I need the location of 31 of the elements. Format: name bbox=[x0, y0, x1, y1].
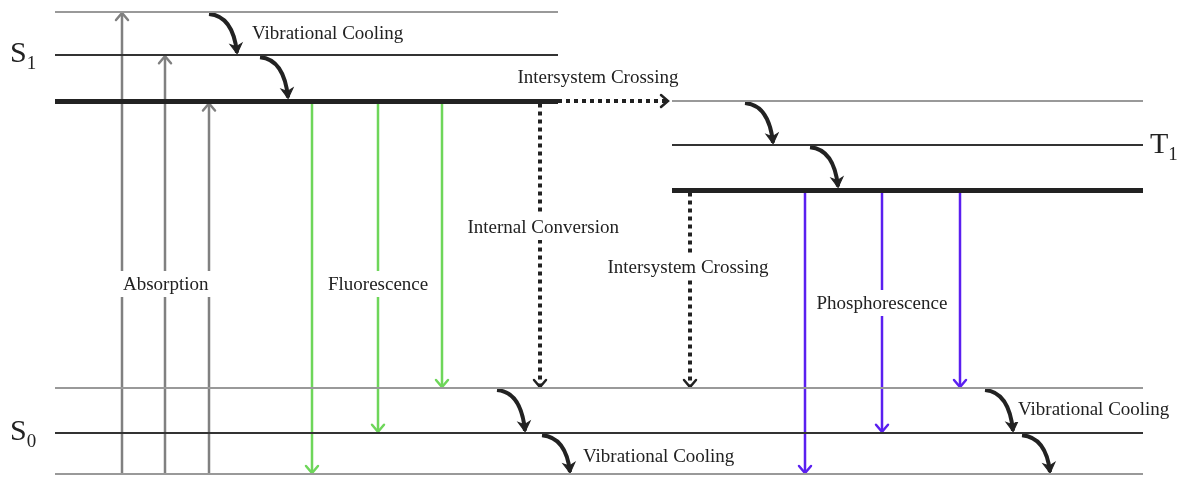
state-label: T$_{1}$ bbox=[1150, 127, 1178, 166]
arrow bbox=[208, 12, 243, 55]
arrow bbox=[874, 192, 890, 433]
energy-level-line bbox=[55, 53, 558, 57]
state-label: S$_{0}$ bbox=[10, 414, 37, 453]
arrow bbox=[370, 103, 386, 433]
arrow bbox=[797, 192, 813, 475]
edge-label: Absorption bbox=[119, 271, 213, 297]
arrow bbox=[984, 388, 1019, 433]
arrow bbox=[496, 388, 531, 433]
energy-level-line bbox=[55, 473, 1143, 475]
energy-level-line bbox=[55, 11, 558, 13]
arrow bbox=[682, 192, 698, 389]
arrow bbox=[259, 55, 294, 99]
arrow bbox=[114, 11, 130, 473]
arrow bbox=[541, 433, 576, 474]
arrow bbox=[952, 192, 968, 389]
energy-level-line bbox=[55, 431, 1143, 435]
energy-level-line bbox=[672, 100, 1143, 102]
arrow bbox=[157, 55, 173, 473]
arrow bbox=[558, 93, 670, 109]
arrow bbox=[744, 101, 779, 145]
arrow bbox=[1021, 433, 1056, 474]
arrow bbox=[201, 102, 217, 473]
arrow bbox=[304, 103, 320, 475]
energy-level-line bbox=[672, 143, 1143, 147]
arrow bbox=[434, 103, 450, 389]
energy-level-line bbox=[55, 387, 1143, 389]
arrow bbox=[809, 145, 844, 188]
state-label: S$_{1}$ bbox=[10, 36, 37, 75]
arrow bbox=[532, 103, 548, 389]
